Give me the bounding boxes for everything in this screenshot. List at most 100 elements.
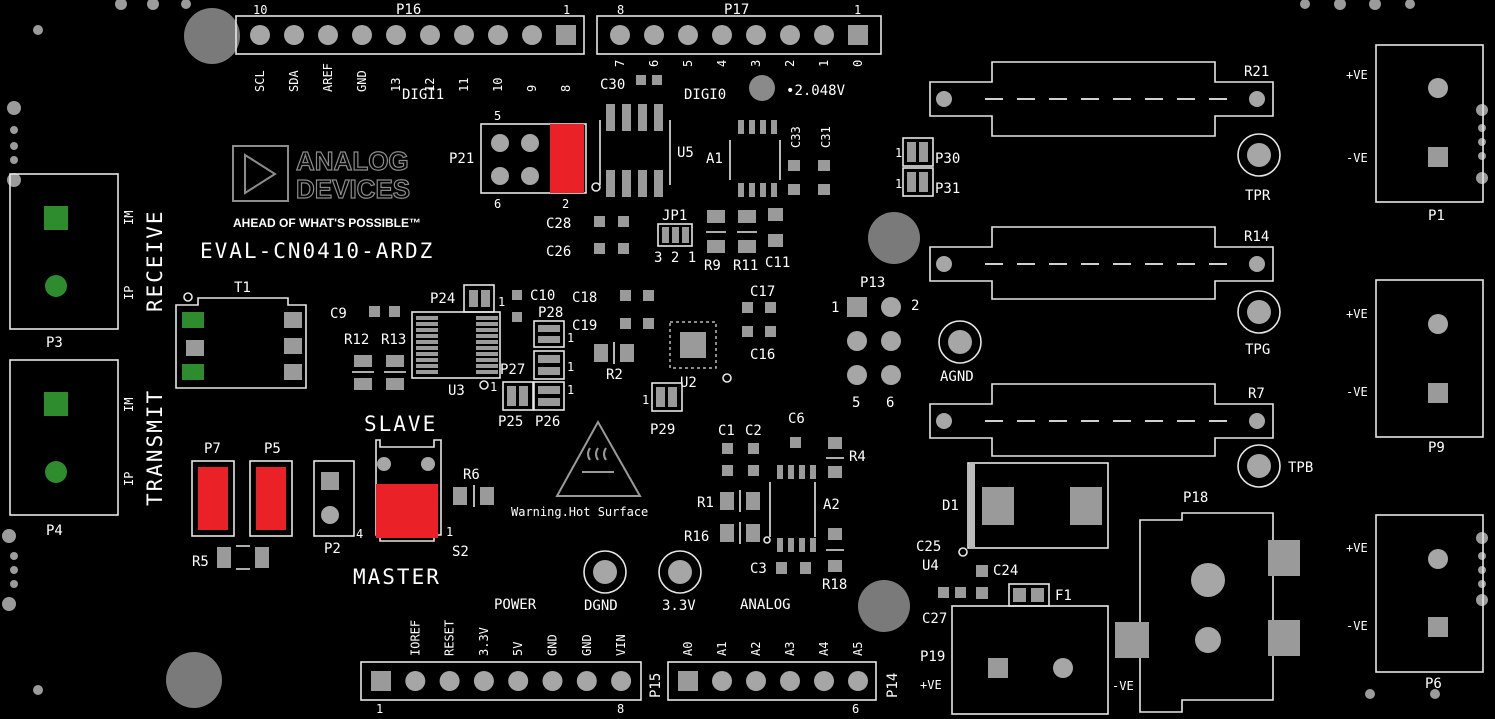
voltage-ref-label: •2.048V: [786, 83, 846, 99]
svg-text:TPR: TPR: [1245, 188, 1271, 204]
svg-text:P26: P26: [535, 414, 560, 430]
svg-text:P13: P13: [860, 275, 885, 291]
header-pin-label: A3: [783, 642, 797, 656]
svg-text:-VE: -VE: [1112, 679, 1134, 693]
potentiometer-r7: R7: [929, 383, 1274, 457]
header-pin-pad: [746, 25, 766, 45]
header-pin-label: 10: [491, 78, 505, 92]
svg-text:IP: IP: [122, 472, 136, 486]
svg-text:P9: P9: [1428, 440, 1445, 456]
svg-text:C33: C33: [789, 126, 803, 148]
header-pin-label: VIN: [614, 634, 628, 656]
svg-text:P24: P24: [430, 291, 455, 307]
svg-text:DEVICES: DEVICES: [296, 174, 410, 204]
header-pin-pad: [678, 671, 698, 691]
header-pin-label: SDA: [287, 70, 301, 92]
header-pin-label: A2: [749, 642, 763, 656]
resistor-r2: [594, 342, 634, 364]
header-pin-pad: [611, 671, 632, 691]
svg-text:P5: P5: [264, 441, 281, 457]
ic-u5: U5: [591, 104, 694, 197]
svg-text:IP: IP: [122, 286, 136, 300]
header-pin-label: 2: [783, 60, 797, 67]
svg-text:6: 6: [494, 197, 501, 211]
resistors-r9-r11: [706, 208, 783, 253]
receive-label: RECEIVE: [143, 209, 167, 312]
svg-text:P27: P27: [500, 362, 525, 378]
svg-text:IM: IM: [122, 398, 136, 412]
header-pin-pad: [678, 25, 698, 45]
p16-pin-last: 1: [563, 3, 570, 17]
connector-p9: +VE -VE P9: [1346, 279, 1484, 456]
analog-label: ANALOG: [740, 597, 791, 613]
svg-text:P1: P1: [1428, 208, 1445, 224]
svg-text:D1: D1: [942, 498, 959, 514]
jumpers-p30-p31: 1 1 P30 P31: [895, 137, 960, 197]
potentiometer-r21: R21: [929, 61, 1274, 137]
svg-text:3.3V: 3.3V: [662, 598, 696, 614]
header-pin-label: 0: [851, 60, 865, 67]
svg-text:1: 1: [895, 177, 902, 191]
svg-text:C31: C31: [819, 126, 833, 148]
svg-text:P31: P31: [935, 181, 960, 197]
svg-text:R16: R16: [684, 529, 709, 545]
jumper-p21: P21 5 6 2: [449, 109, 587, 211]
p17-name: P17: [724, 2, 749, 18]
header-pin-label: 13: [389, 78, 403, 92]
p17-pin-last: 1: [854, 3, 861, 17]
testpoint-dgnd: DGND: [583, 550, 627, 614]
capacitors-c18-c19: [620, 290, 654, 329]
header-p13: P13 1 2 5 6: [831, 275, 919, 411]
svg-text:C16: C16: [750, 347, 775, 363]
header-pin-pad: [576, 671, 597, 691]
svg-text:+VE: +VE: [1346, 68, 1368, 82]
svg-text:R14: R14: [1244, 229, 1269, 245]
svg-text:6: 6: [852, 702, 859, 716]
jumper-p7: P7: [191, 441, 235, 537]
header-pin-label: 4: [715, 60, 729, 67]
header-pin-label: GND: [355, 70, 369, 92]
header-pin-label: A0: [681, 642, 695, 656]
svg-text:C24: C24: [993, 563, 1018, 579]
resistors-r12-r13: [352, 355, 406, 390]
p16-name: P16: [396, 2, 421, 18]
svg-text:U2: U2: [680, 375, 697, 391]
resistor-r18: R18: [822, 528, 847, 593]
header-pin-pad: [508, 671, 529, 691]
svg-text:R1: R1: [697, 495, 714, 511]
svg-text:U3: U3: [448, 383, 465, 399]
header-pin-pad: [386, 25, 406, 45]
warning-label: Warning.Hot Surface: [511, 505, 648, 519]
header-pin-label: IOREF: [408, 620, 422, 656]
svg-text:R11: R11: [733, 258, 758, 274]
svg-text:+VE: +VE: [920, 678, 942, 692]
header-pin-label: RESET: [443, 620, 457, 656]
svg-text:P7: P7: [204, 441, 221, 457]
potentiometer-r14: R14: [929, 226, 1274, 300]
svg-text:2: 2: [562, 197, 569, 211]
svg-text:C2: C2: [745, 423, 762, 439]
svg-text:1: 1: [490, 380, 497, 394]
p17-pin-first: 8: [617, 3, 624, 17]
capacitor-c30: [636, 75, 662, 85]
svg-text:C11: C11: [765, 255, 790, 271]
testpoint-tpr: TPR: [1237, 133, 1281, 204]
svg-text:C6: C6: [788, 411, 805, 427]
svg-text:P3: P3: [46, 335, 63, 351]
connector-p18: P18 -VE: [1112, 490, 1300, 713]
master-label: MASTER: [353, 565, 441, 589]
header-pin-label: AREF: [321, 63, 335, 92]
transmit-label: TRANSMIT: [143, 389, 167, 506]
jumper-p29: P29 1: [642, 382, 683, 438]
svg-text:-VE: -VE: [1346, 151, 1368, 165]
analog-devices-logo: ANALOG DEVICES AHEAD OF WHAT'S POSSIBLE™: [232, 145, 421, 230]
header-pin-pad: [284, 25, 304, 45]
svg-text:AHEAD OF WHAT'S POSSIBLE™: AHEAD OF WHAT'S POSSIBLE™: [233, 216, 421, 230]
header-pin-pad: [780, 671, 800, 691]
edge-holes: [2, 0, 1488, 699]
capacitor-c3: [776, 562, 811, 574]
svg-text:C28: C28: [546, 216, 571, 232]
svg-text:P30: P30: [935, 151, 960, 167]
header-pin-pad: [848, 671, 868, 691]
